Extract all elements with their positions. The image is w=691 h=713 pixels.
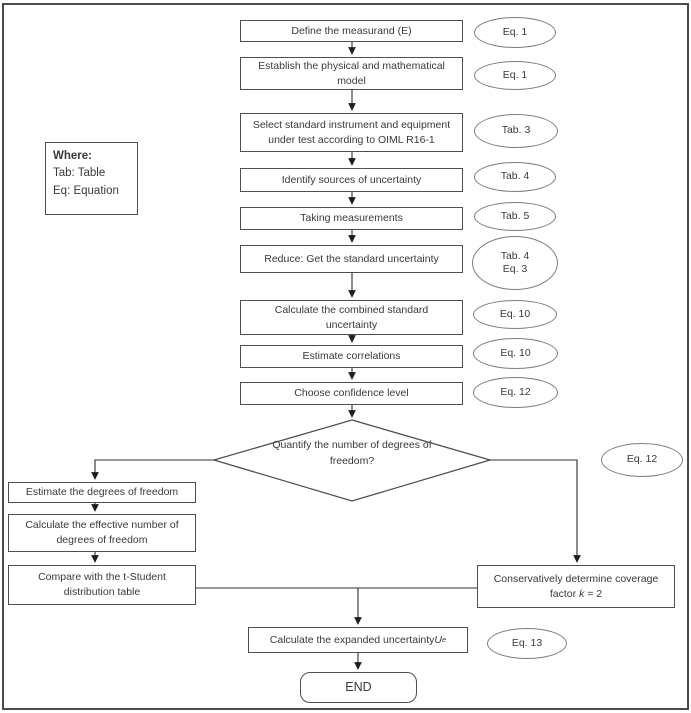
ref-eq-12b: Eq. 12	[601, 443, 683, 477]
step-combined-uncertainty: Calculate the combined standard uncertai…	[240, 300, 463, 335]
ref-tab-3: Tab. 3	[474, 114, 558, 148]
decision-degrees-of-freedom: Quantify the number of degrees of freedo…	[272, 439, 432, 467]
ref-eq-12a: Eq. 12	[473, 377, 558, 408]
step-establish-model: Establish the physical and mathematical …	[240, 57, 463, 90]
step-estimate-correlations: Estimate correlations	[240, 345, 463, 368]
ref-eq-1b: Eq. 1	[474, 61, 556, 90]
u-subscript: e	[442, 634, 447, 644]
step-confidence-level: Choose confidence level	[240, 382, 463, 405]
ref-tab-5: Tab. 5	[474, 202, 556, 231]
coverage-factor-line2: factor k = 2	[549, 587, 603, 600]
step-t-student-table: Compare with the t-Student distribution …	[8, 565, 196, 605]
ref-tab4-eq3: Tab. 4 Eq. 3	[472, 236, 558, 290]
legend-line-tab: Tab: Table	[53, 167, 106, 180]
legend-line-eq: Eq: Equation	[53, 184, 119, 197]
ref-eq-13: Eq. 13	[487, 628, 567, 659]
step-effective-degrees: Calculate the effective number of degree…	[8, 514, 196, 552]
step-estimate-degrees: Estimate the degrees of freedom	[8, 482, 196, 503]
coverage-factor-line1: Conservatively determine coverage	[493, 572, 659, 585]
legend-box: Where: Tab: Table Eq: Equation	[45, 142, 138, 215]
ref-eq-10a: Eq. 10	[473, 300, 557, 329]
step-taking-measurements: Taking measurements	[240, 207, 463, 230]
step-select-instrument: Select standard instrument and equipment…	[240, 113, 463, 152]
step-reduce-uncertainty: Reduce: Get the standard uncertainty	[240, 245, 463, 273]
ref-tab-4a: Tab. 4	[474, 162, 556, 192]
u-variable: U	[434, 633, 443, 646]
end-terminator: END	[300, 672, 417, 703]
legend-title: Where:	[53, 150, 92, 162]
k-variable: k	[579, 587, 585, 600]
ref-eq-10b: Eq. 10	[473, 338, 558, 369]
step-identify-sources: Identify sources of uncertainty	[240, 168, 463, 192]
step-define-measurand: Define the measurand (E)	[240, 20, 463, 42]
step-coverage-factor: Conservatively determine coverage factor…	[477, 565, 675, 608]
ref-eq-1a: Eq. 1	[474, 17, 556, 48]
